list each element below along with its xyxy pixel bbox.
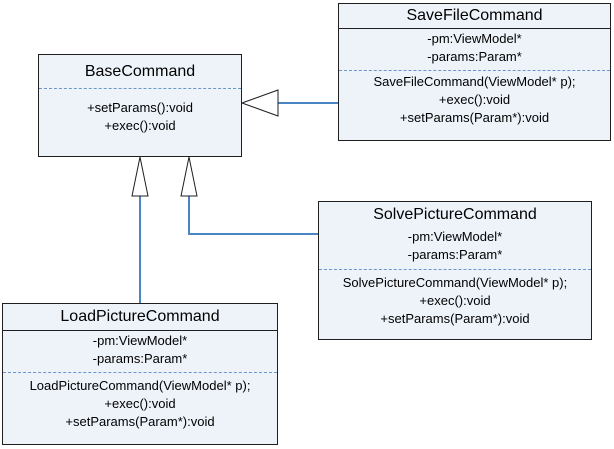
class-separator bbox=[339, 70, 610, 71]
class-attributes: -pm:ViewModel* -params:Param* bbox=[3, 331, 277, 372]
save-inheritance-arrowhead bbox=[240, 89, 279, 117]
class-methods: +setParams():void +exec():void bbox=[39, 89, 241, 135]
method: +setParams(Param*):void bbox=[380, 311, 530, 326]
class-separator bbox=[319, 269, 591, 270]
class-separator bbox=[39, 88, 241, 89]
class-solve-picture-command: SolvePictureCommand -pm:ViewModel* -para… bbox=[318, 201, 592, 340]
attribute: -pm:ViewModel* bbox=[92, 333, 188, 348]
class-load-picture-command: LoadPictureCommand -pm:ViewModel* -param… bbox=[2, 303, 278, 445]
attribute: -pm:ViewModel* bbox=[427, 31, 522, 46]
method: +setParams():void bbox=[87, 100, 193, 115]
method: SolvePictureCommand(ViewModel* p); bbox=[342, 275, 568, 290]
class-name: SaveFileCommand bbox=[406, 7, 543, 24]
method: +setParams(Param*):void bbox=[65, 414, 215, 429]
solve-to-base-connector bbox=[188, 196, 318, 235]
class-base-command: BaseCommand +setParams():void +exec():vo… bbox=[38, 54, 242, 157]
class-name: SolvePictureCommand bbox=[373, 206, 537, 223]
class-attributes: -pm:ViewModel* -params:Param* bbox=[319, 228, 591, 269]
class-separator bbox=[339, 28, 610, 29]
attribute: -params:Param* bbox=[92, 351, 188, 366]
class-attributes: -pm:ViewModel* -params:Param* bbox=[339, 29, 610, 70]
method: +exec():void bbox=[104, 396, 176, 411]
method: +exec():void bbox=[104, 118, 176, 133]
class-name: BaseCommand bbox=[84, 63, 196, 80]
attribute: -pm:ViewModel* bbox=[407, 229, 503, 244]
method: +exec():void bbox=[438, 92, 511, 107]
class-methods: LoadPictureCommand(ViewModel* p); +exec(… bbox=[3, 373, 277, 431]
attribute: -params:Param* bbox=[427, 49, 522, 64]
class-separator bbox=[3, 372, 277, 373]
class-methods: SolvePictureCommand(ViewModel* p); +exec… bbox=[319, 270, 591, 328]
class-name: LoadPictureCommand bbox=[60, 308, 220, 325]
method: +setParams(Param*):void bbox=[399, 110, 550, 125]
class-save-file-command: SaveFileCommand -pm:ViewModel* -params:P… bbox=[338, 3, 611, 141]
class-separator bbox=[3, 330, 277, 331]
method: LoadPictureCommand(ViewModel* p); bbox=[29, 378, 251, 393]
load-inheritance-arrowhead bbox=[131, 156, 149, 197]
attribute: -params:Param* bbox=[407, 247, 503, 262]
class-methods: SaveFileCommand(ViewModel* p); +exec():v… bbox=[339, 71, 610, 127]
method: SaveFileCommand(ViewModel* p); bbox=[373, 74, 576, 89]
method: +exec():void bbox=[419, 293, 491, 308]
solve-inheritance-arrowhead bbox=[180, 156, 198, 197]
